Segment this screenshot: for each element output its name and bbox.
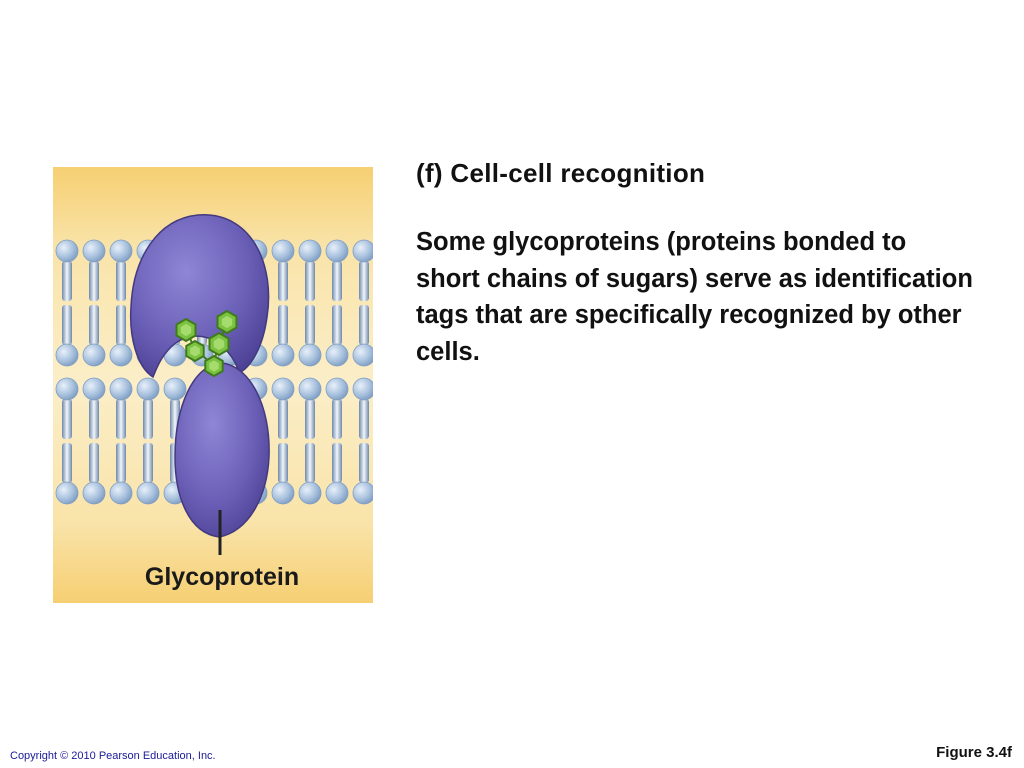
lipid-head [109, 343, 133, 367]
lipid-head [325, 377, 349, 401]
sugar-hexagon-highlight [209, 360, 219, 372]
lipid-head [298, 239, 322, 263]
sugar-hexagon-highlight [221, 315, 233, 329]
sugar-chain [175, 309, 238, 378]
lipid-tail [359, 305, 369, 345]
lipid-tail [305, 261, 315, 301]
lipid-tail [359, 443, 369, 483]
sugar-hexagon-highlight [190, 345, 200, 357]
lipid-tail [89, 261, 99, 301]
lipid-tail [332, 261, 342, 301]
lipid-head [136, 377, 160, 401]
lipid-head [82, 377, 106, 401]
lipid-tail [278, 261, 288, 301]
lipid-head [298, 481, 322, 505]
lipid-tail [143, 443, 153, 483]
lipid-tail [116, 305, 126, 345]
lipid-tail [359, 399, 369, 439]
lipid-tail [305, 443, 315, 483]
lipid-tail [89, 399, 99, 439]
figure-number: Figure 3.4f [936, 744, 1012, 761]
lipid-tail [143, 399, 153, 439]
description-text: Some glycoproteins (proteins bonded to s… [416, 228, 973, 366]
lipid-head [271, 239, 295, 263]
lipid-head [55, 377, 79, 401]
lipid-tail [332, 305, 342, 345]
lipid-tail [116, 399, 126, 439]
lipid-head [109, 481, 133, 505]
lipid-head [109, 239, 133, 263]
lipid-tail [332, 443, 342, 483]
lipid-head [271, 481, 295, 505]
membrane-svg [53, 167, 373, 603]
lipid-head [55, 239, 79, 263]
lipid-head [325, 481, 349, 505]
lipid-tail [89, 305, 99, 345]
glycoprotein-label: Glycoprotein [144, 563, 300, 591]
lipid-head [352, 377, 373, 401]
lipid-head [352, 239, 373, 263]
lipid-tail [89, 443, 99, 483]
lipid-tail [278, 305, 288, 345]
lipid-head [109, 377, 133, 401]
lipid-tail [305, 399, 315, 439]
copyright-notice: Copyright © 2010 Pearson Education, Inc. [10, 750, 216, 762]
lipid-tail [278, 443, 288, 483]
lipid-head [352, 481, 373, 505]
lipid-head [55, 481, 79, 505]
lipid-tail [62, 305, 72, 345]
membrane-illustration: Glycoprotein [53, 167, 373, 603]
lipid-head [271, 377, 295, 401]
lipid-head [352, 343, 373, 367]
lipid-head [55, 343, 79, 367]
lipid-head [298, 343, 322, 367]
lipid-tail [62, 399, 72, 439]
lipid-head [271, 343, 295, 367]
sugar-hexagon-highlight [213, 337, 225, 351]
lipid-tail [62, 443, 72, 483]
lipid-tail [359, 261, 369, 301]
lipid-head [82, 343, 106, 367]
lipid-tail [332, 399, 342, 439]
lipid-tail [305, 305, 315, 345]
lipid-head [136, 481, 160, 505]
section-heading: (f) Cell-cell recognition [416, 158, 706, 188]
lipid-head [325, 343, 349, 367]
lipid-head [298, 377, 322, 401]
lipid-head [163, 377, 187, 401]
lipid-tail [116, 443, 126, 483]
lipid-tail [116, 261, 126, 301]
lipid-tail [278, 399, 288, 439]
lipid-head [82, 481, 106, 505]
sugar-hexagon-highlight [180, 323, 192, 337]
lipid-head [82, 239, 106, 263]
lipid-tail [62, 261, 72, 301]
lipid-head [325, 239, 349, 263]
